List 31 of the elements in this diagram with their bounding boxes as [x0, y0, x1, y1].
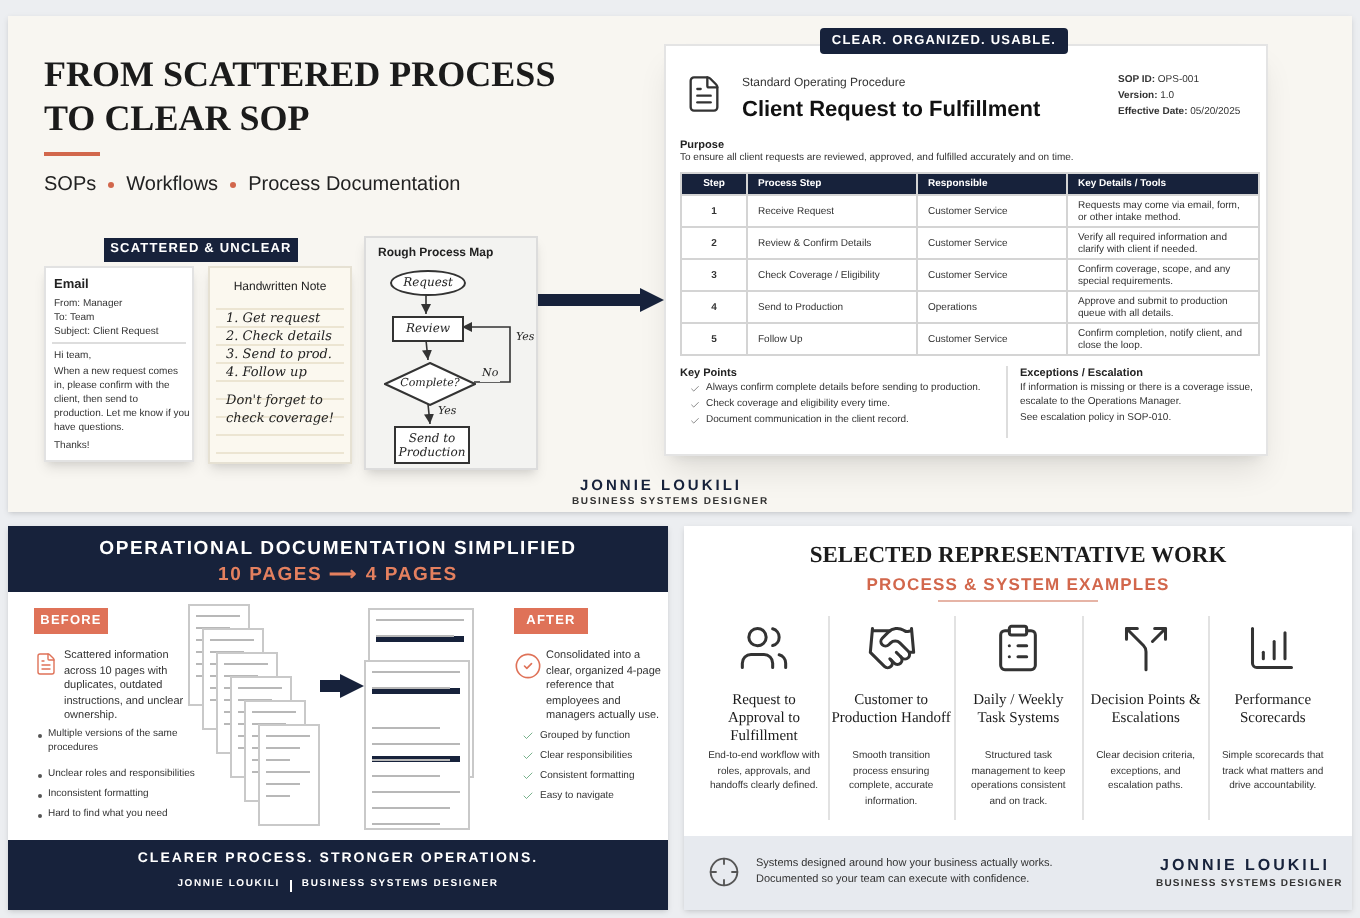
slide-panel [8, 526, 668, 910]
document-title: Client Request to Fulfillment [742, 96, 1041, 126]
block-arrow [538, 288, 664, 312]
process-map-card [364, 236, 538, 470]
section-tag [104, 238, 298, 262]
section-tag [514, 608, 588, 634]
start-oval [390, 270, 466, 296]
subtitle-item: SOPs [44, 172, 97, 200]
panel-subheading: 10 PAGES ⟶ 4 PAGES [216, 562, 460, 590]
panel-subheading: PROCESS & SYSTEM EXAMPLES [864, 572, 1172, 598]
flow-arrow [461, 322, 511, 383]
footer-band [684, 836, 1352, 910]
process-box [392, 316, 464, 342]
subtitle-item: Process Documentation [248, 172, 461, 200]
flow-arrow [421, 293, 431, 315]
flow-arrow [422, 339, 432, 361]
section-tag [34, 608, 108, 634]
email-card [44, 266, 194, 462]
panel-heading: SELECTED REPRESENTATIVE WORK [807, 542, 1229, 572]
sop-document-card [664, 44, 1268, 456]
flow-arrow [424, 403, 434, 425]
decision-diamond [384, 362, 476, 406]
slide-panel [684, 526, 1352, 910]
subtitle-item: Workflows [126, 172, 219, 200]
panel-heading: OPERATIONAL DOCUMENTATION SIMPLIFIED [97, 536, 579, 564]
section-tag [820, 28, 1068, 54]
block-arrow [320, 674, 364, 698]
slide-panel [8, 16, 1352, 512]
note-card [208, 266, 352, 464]
author-name: JONNIE LOUKILI [1160, 854, 1331, 878]
slide-title: FROM SCATTERED PROCESS TO CLEAR SOP [44, 52, 558, 140]
